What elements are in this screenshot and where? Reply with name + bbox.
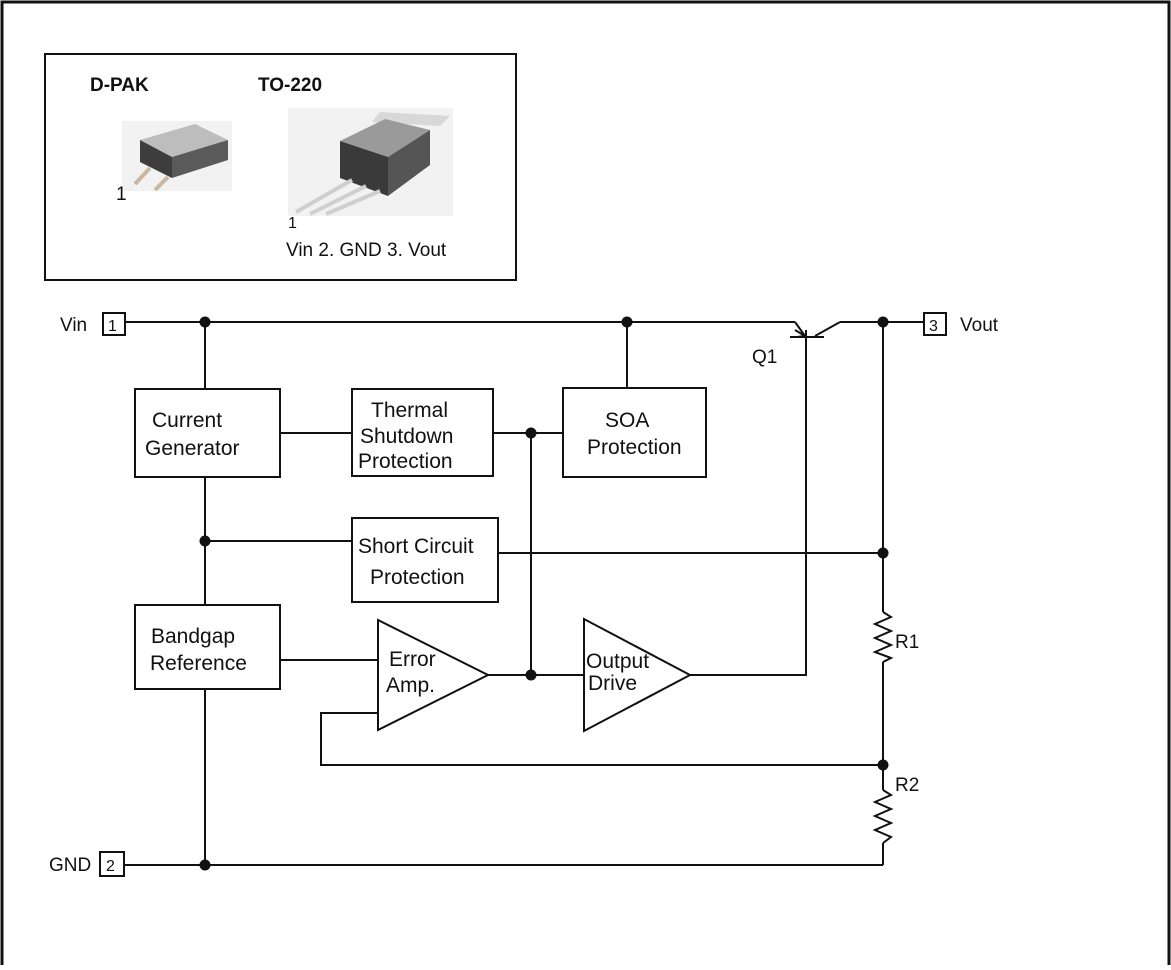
q1-collector (815, 322, 840, 336)
pin-vin-name: Vin (60, 315, 87, 336)
soa-protection-line2: Protection (587, 436, 682, 459)
junction-dot (200, 536, 211, 547)
package-inset: D-PAK TO-220 1 1 Vin 2. GND 3. Vout (45, 54, 516, 280)
to220-pinout: Vin 2. GND 3. Vout (286, 240, 447, 261)
junction-dot (200, 860, 211, 871)
junction-dot (878, 760, 889, 771)
current-generator-line2: Generator (145, 437, 240, 460)
dpak-title: D-PAK (90, 75, 149, 96)
thermal-shutdown-line1: Thermal (371, 399, 448, 422)
thermal-shutdown-line3: Protection (358, 450, 453, 473)
bandgap-reference-line1: Bandgap (151, 625, 235, 648)
wire-outputdrive-to-q1-base (690, 330, 806, 675)
q1-transistor: Q1 (752, 322, 840, 368)
error-amp-block: Error Amp. (378, 620, 488, 730)
current-generator-block: Current Generator (135, 389, 280, 477)
junction-dot (878, 548, 889, 559)
junction-dot (878, 317, 889, 328)
pin-vin: Vin 1 (60, 313, 125, 336)
output-drive-line2: Drive (588, 672, 637, 695)
thermal-shutdown-block: Thermal Shutdown Protection (352, 389, 493, 476)
to220-package-picture (288, 108, 453, 216)
to220-pin1-label: 1 (288, 215, 297, 232)
short-circuit-block: Short Circuit Protection (352, 518, 498, 602)
q1-label: Q1 (752, 347, 777, 368)
to220-title: TO-220 (258, 75, 322, 96)
r2-label: R2 (895, 775, 919, 796)
current-generator-box (135, 389, 280, 477)
junctions (200, 317, 889, 871)
output-drive-line1: Output (586, 650, 649, 673)
resistor-r1: R1 (875, 612, 919, 662)
output-drive-block: Output Drive (584, 619, 690, 731)
dpak-pin1-label: 1 (116, 184, 127, 205)
pin-vout-number: 3 (929, 318, 938, 335)
soa-protection-box (563, 388, 706, 477)
dpak-package-picture (122, 121, 232, 191)
junction-dot (526, 670, 537, 681)
pin-vout-name: Vout (960, 315, 999, 336)
junction-dot (526, 428, 537, 439)
error-amp-line1: Error (389, 648, 436, 671)
r1-label: R1 (895, 632, 919, 653)
r1-zigzag (875, 612, 891, 662)
short-circuit-box (352, 518, 498, 602)
current-generator-line1: Current (152, 409, 222, 432)
r2-zigzag (875, 790, 891, 843)
junction-dot (200, 317, 211, 328)
soa-protection-block: SOA Protection (563, 388, 706, 477)
pin-vout: 3 Vout (924, 313, 999, 336)
pin-gnd-name: GND (49, 855, 91, 876)
soa-protection-line1: SOA (605, 409, 649, 432)
resistor-r2: R2 (875, 775, 919, 843)
pin-gnd-number: 2 (106, 858, 115, 875)
short-circuit-line2: Protection (370, 566, 465, 589)
pin-gnd: GND 2 (49, 852, 124, 876)
bandgap-reference-block: Bandgap Reference (135, 605, 280, 689)
error-amp-line2: Amp. (386, 674, 435, 697)
bandgap-reference-line2: Reference (150, 652, 247, 675)
thermal-shutdown-line2: Shutdown (360, 425, 453, 448)
short-circuit-line1: Short Circuit (358, 535, 474, 558)
junction-dot (622, 317, 633, 328)
pin-vin-number: 1 (108, 318, 117, 335)
